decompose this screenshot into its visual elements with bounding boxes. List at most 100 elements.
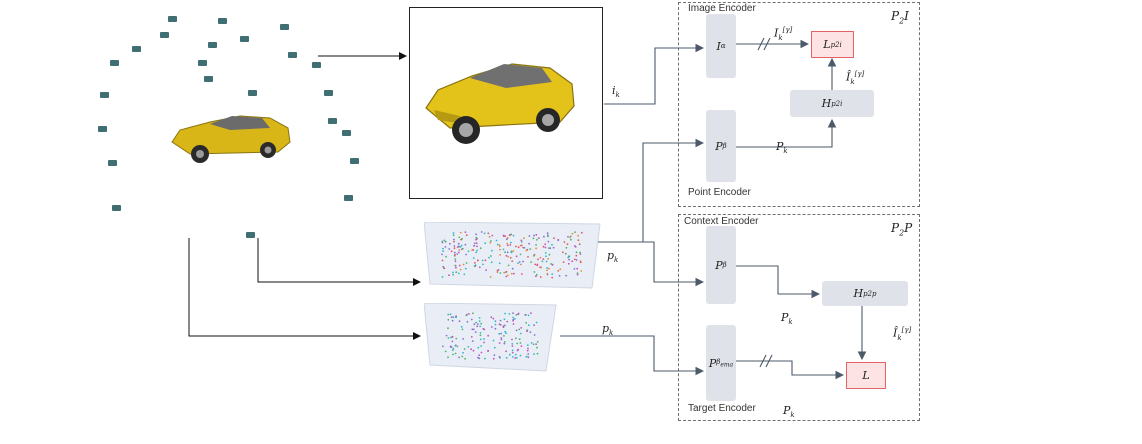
point-cloud-dot [478, 354, 481, 357]
point-cloud-dot [456, 253, 459, 255]
point-cloud-dot [548, 253, 551, 256]
point-cloud-dot [547, 257, 550, 260]
point-cloud-dot [510, 272, 513, 275]
point-cloud-dot [514, 353, 517, 356]
point-cloud-dot [445, 334, 448, 337]
camera-icon [100, 92, 109, 98]
point-cloud-dot [567, 262, 570, 265]
point-cloud-dot [453, 238, 455, 241]
point-cloud-dot [579, 253, 582, 255]
point-cloud-dot [541, 260, 544, 263]
point-cloud-dot [576, 272, 579, 274]
point-cloud-dot [484, 242, 487, 245]
point-cloud-dot [580, 270, 583, 272]
arrow-scene-to-pointcloud [257, 238, 421, 286]
point-cloud-dot [452, 232, 455, 234]
point-cloud-dot [533, 271, 536, 273]
point-cloud-dot [517, 348, 520, 351]
point-cloud-dot [492, 317, 495, 320]
point-cloud-dot [447, 318, 450, 321]
point-cloud-dot [504, 330, 507, 333]
point-cloud-dot [458, 356, 460, 359]
point-cloud-dot [461, 355, 464, 358]
point-cloud-dot [452, 273, 454, 276]
point-cloud-dot [476, 249, 478, 252]
point-cloud-dot [514, 318, 516, 320]
point-cloud-dot [464, 243, 467, 246]
point-cloud-dot [500, 338, 503, 341]
point-cloud-dot [489, 241, 492, 244]
point-cloud-dot [544, 246, 547, 249]
point-cloud-dot [461, 328, 464, 331]
point-cloud-dot [472, 249, 475, 251]
point-cloud-dot [506, 236, 509, 239]
point-cloud-dot [577, 234, 579, 237]
point-cloud-dot [490, 240, 492, 242]
point-cloud-dot [499, 319, 502, 322]
point-cloud-dot [534, 263, 537, 266]
point-cloud-dot [515, 329, 518, 332]
point-cloud-dot [557, 269, 560, 272]
point-cloud-dot [536, 352, 539, 355]
point-cloud-dot [498, 245, 501, 248]
point-cloud-dot [448, 274, 450, 277]
point-cloud-dot [441, 253, 443, 256]
point-cloud-dot [454, 352, 457, 355]
point-cloud-dot [458, 236, 461, 239]
point-cloud-dot [455, 316, 457, 319]
point-cloud-dot [528, 324, 530, 327]
point-cloud-dot [524, 313, 527, 316]
camera-icon [248, 90, 257, 96]
point-cloud-dot [527, 347, 529, 350]
point-cloud-dot [479, 332, 482, 334]
point-cloud-dot [442, 345, 444, 348]
camera-icon [350, 158, 359, 164]
point-cloud-dot [491, 249, 493, 252]
point-cloud-dot [477, 356, 479, 359]
point-cloud-dot [535, 275, 537, 278]
point-cloud-dot [472, 312, 474, 315]
point-cloud-dot [504, 312, 506, 315]
point-cloud-dot [482, 263, 484, 266]
point-cloud-dot [512, 318, 515, 321]
point-cloud-dot [445, 255, 447, 258]
point-cloud-dot [511, 349, 514, 352]
point-cloud-dot [480, 345, 482, 347]
point-cloud-dot [472, 328, 475, 331]
point-cloud-dot [551, 263, 554, 266]
point-cloud-dot [511, 343, 514, 345]
point-cloud-dot [457, 242, 460, 245]
point-cloud-dot [546, 267, 548, 269]
point-cloud-dot [537, 258, 539, 261]
point-cloud-dot [505, 275, 508, 278]
point-cloud-dot [452, 316, 455, 319]
arrow-target-enc-to-loss [736, 360, 845, 380]
arrow-context-enc-to-head [736, 265, 821, 299]
point-cloud-dot [573, 258, 576, 261]
point-cloud-dot [458, 251, 460, 254]
point-cloud-dot [453, 240, 455, 243]
camera-icon [246, 232, 255, 238]
point-cloud-dot [513, 272, 515, 275]
point-cloud-dot [467, 346, 470, 348]
point-cloud-dot [455, 271, 458, 274]
label-i-k: ik [612, 84, 620, 100]
point-cloud-dot [459, 268, 462, 271]
car-render-small [171, 115, 291, 163]
point-cloud-dot [514, 357, 517, 359]
point-cloud-dot [476, 237, 478, 240]
point-cloud-dot [477, 323, 479, 325]
point-cloud-dot [551, 243, 553, 246]
point-cloud-dot [511, 267, 514, 270]
label-P-k-bottom: Pk [783, 404, 795, 420]
point-cloud-dot [515, 337, 517, 340]
point-cloud-dot [508, 234, 511, 236]
point-cloud-dot [479, 334, 482, 337]
point-cloud-dot [530, 312, 532, 314]
camera-icon [344, 195, 353, 201]
point-cloud-dot [499, 272, 502, 274]
point-cloud-dot [517, 262, 519, 264]
